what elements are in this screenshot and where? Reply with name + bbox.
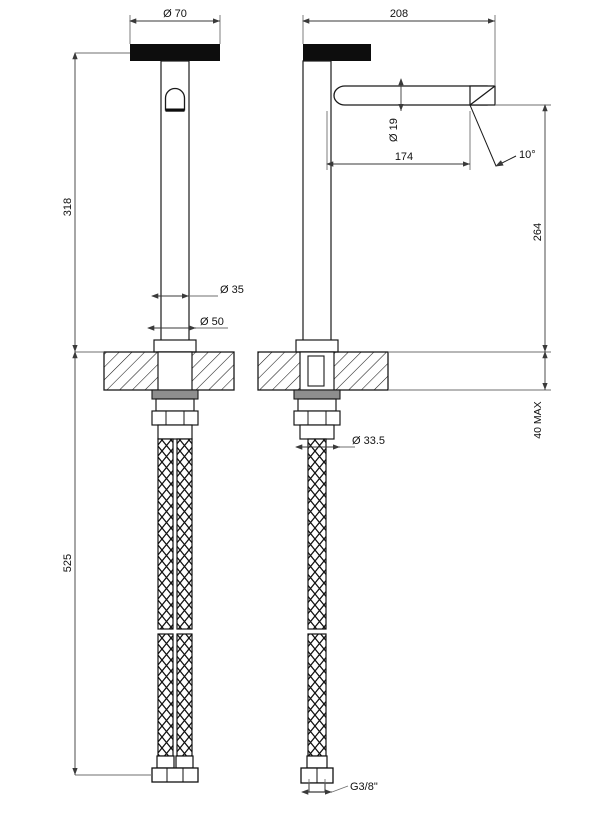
supply-hose-left-lower [157,633,174,757]
locknut-upper-front [155,398,195,412]
hose-thread-tip-side [308,782,326,793]
base-flange-side [295,339,339,353]
spout-tip-bevel [469,85,496,106]
base-flange-front [153,339,197,353]
locknut-upper-side [297,398,337,412]
lever-handle-side [303,44,371,61]
lead-line-thread [331,785,349,793]
supply-hose-right-upper [176,438,193,630]
angle-arrow [495,155,517,167]
dim-label-column-diameter: Ø 35 [220,284,244,296]
locknut-hex-side [293,410,341,426]
dim-label-reach-total: 208 [390,8,408,20]
shank-core-side [307,355,325,387]
washer-side [293,389,341,400]
lever-handle-front [130,44,220,61]
dim-label-counter-max: 40 MAX [532,401,544,438]
side-elevation-view: 208 Ø 19 174 10° 264 40 MAX Ø 33.5 G3/8" [257,8,551,795]
hose-ferrule-right [175,755,194,769]
dim-label-cap-diameter: Ø 70 [163,8,187,20]
locknut-hex-front [151,410,199,426]
aerator-badge-icon [164,87,186,111]
dim-label-tip-angle: 10° [519,149,536,161]
front-elevation-view: Ø 70 318 525 Ø 35 Ø 50 [62,8,244,783]
supply-hose-side-upper [307,438,327,630]
dim-label-reach-aerator: 174 [395,151,413,163]
angle-leader-line [469,104,497,167]
dim-label-nut-diameter: Ø 33.5 [352,435,385,447]
supply-hose-right-lower [176,633,193,757]
supply-hose-left-upper [157,438,174,630]
hose-hex-fitting-front [151,767,199,783]
dim-label-tube-diameter: Ø 19 [388,118,400,142]
shank-collar-front [157,424,193,440]
washer-front [151,389,199,400]
badge-base [165,108,185,112]
column-body-side [302,60,332,352]
dim-label-total-length: 525 [62,554,74,572]
shank-collar-side [299,424,335,440]
supply-hose-side-lower [307,633,327,757]
counter-hole-front [157,351,193,391]
hose-ferrule-left [156,755,175,769]
dim-label-thread: G3/8" [350,781,378,793]
dim-label-height-side: 264 [532,223,544,241]
hose-ferrule-side [306,755,328,769]
dim-label-height-front: 318 [62,198,74,216]
dim-label-base-diameter: Ø 50 [200,316,224,328]
spout-tube-side [333,85,488,106]
